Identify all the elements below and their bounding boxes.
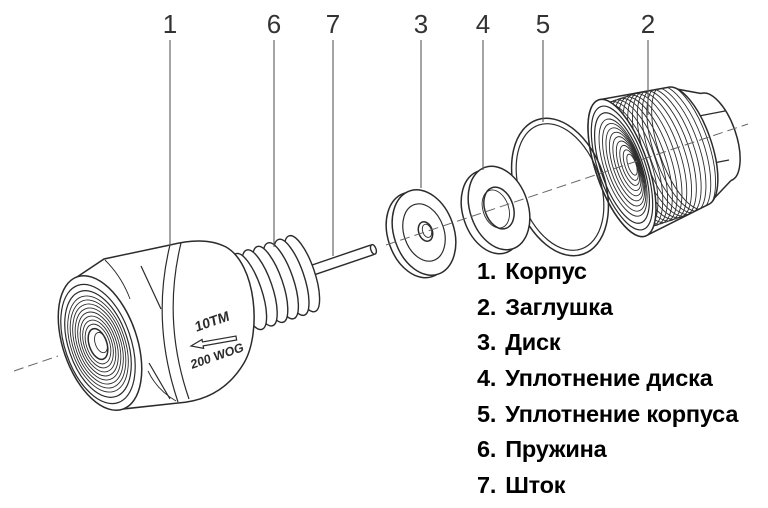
- legend-item-label: Шток: [505, 471, 566, 498]
- legend-item-7: 7. Шток: [477, 468, 738, 504]
- legend-item-number: 6.: [477, 436, 497, 463]
- legend-item-number: 7.: [477, 471, 497, 498]
- legend-item-1: 1. Корпус: [477, 254, 738, 290]
- legend-item-number: 5.: [477, 400, 497, 427]
- legend-item-5: 5. Уплотнение корпуса: [477, 396, 738, 432]
- callout-number-1: 1: [163, 9, 177, 39]
- callout-number-3: 3: [414, 9, 428, 39]
- parts-legend: 1. Корпус 2. Заглушка 3. Диск 4. Уплотне…: [477, 254, 738, 503]
- legend-item-label: Уплотнение корпуса: [505, 400, 739, 427]
- legend-item-number: 4.: [477, 365, 497, 392]
- legend-item-number: 2.: [477, 293, 497, 320]
- body-threaded-opening: [57, 274, 143, 412]
- valve-body: 10ТМ 200 WOG: [57, 240, 255, 412]
- disc-seal: [460, 165, 531, 255]
- callout-number-4: 4: [476, 9, 490, 39]
- legend-item-label: Заглушка: [505, 293, 613, 320]
- stem: [308, 243, 378, 276]
- legend-item-label: Пружина: [505, 436, 607, 463]
- end-plug: [587, 86, 741, 238]
- flow-direction-arrow-icon: [189, 335, 238, 350]
- spring: [230, 234, 321, 331]
- legend-item-3: 3. Диск: [477, 325, 738, 361]
- centerline-right: [385, 123, 749, 246]
- plug-front-face: [587, 98, 657, 238]
- callout-number-2: 2: [641, 9, 655, 39]
- legend-item-label: Уплотнение диска: [505, 365, 713, 392]
- callout-number-7: 7: [326, 9, 340, 39]
- disc: [385, 189, 457, 279]
- callout-number-6: 6: [267, 9, 281, 39]
- legend-item-6: 6. Пружина: [477, 432, 738, 468]
- legend-item-number: 3.: [477, 329, 497, 356]
- leader-lines: [169, 40, 649, 256]
- legend-item-label: Диск: [505, 329, 561, 356]
- legend-item-4: 4. Уплотнение диска: [477, 361, 738, 397]
- callout-numbers: 1 6 7 3 4 5 2: [163, 9, 655, 39]
- legend-item-number: 1.: [477, 258, 497, 285]
- legend-item-label: Корпус: [505, 258, 587, 285]
- callout-number-5: 5: [536, 9, 550, 39]
- legend-item-2: 2. Заглушка: [477, 290, 738, 326]
